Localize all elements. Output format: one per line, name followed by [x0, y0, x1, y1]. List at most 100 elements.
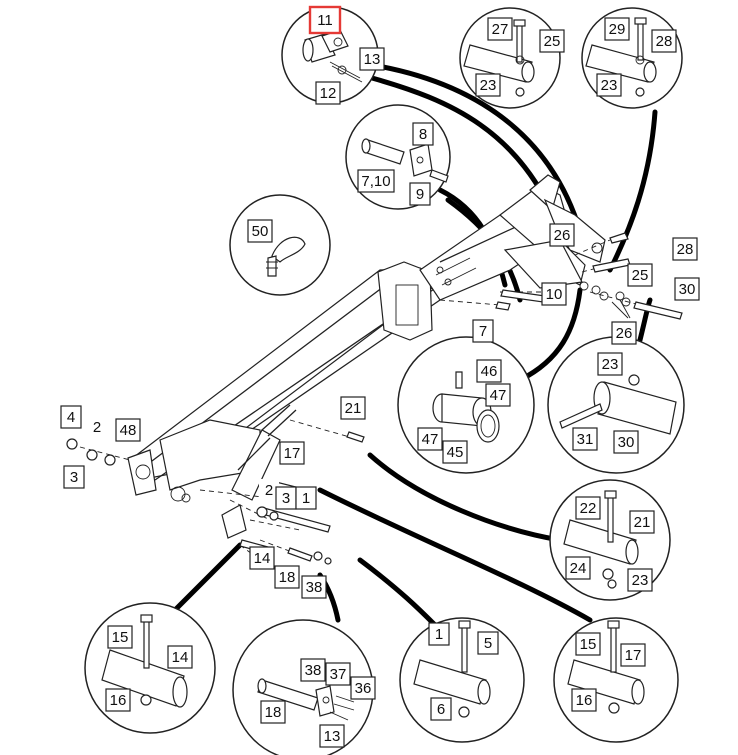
- callout-box: [295, 486, 317, 510]
- callout-box: [672, 237, 698, 261]
- callout-c22: 22: [575, 496, 601, 520]
- callout-box: [107, 625, 133, 649]
- callout-c28b: 28: [672, 237, 698, 261]
- callout-box: [60, 405, 82, 429]
- callout-c5: 5: [477, 631, 499, 655]
- callout-number: 23: [632, 572, 649, 589]
- callout-c36: 36: [350, 676, 376, 700]
- callout-box: [627, 263, 653, 287]
- callout-c27: 27: [487, 17, 513, 41]
- callout-c7: 7: [472, 319, 494, 343]
- callout-number: 46: [481, 363, 498, 380]
- callout-number: 27: [492, 21, 509, 38]
- callout-c26a: 26: [549, 223, 575, 247]
- callout-c46: 46: [476, 359, 502, 383]
- callout-c21a: 21: [340, 396, 366, 420]
- detail-circle-15-17: [553, 617, 679, 743]
- callout-box: [485, 383, 511, 407]
- callout-c16a: 16: [105, 688, 131, 712]
- callout-number: 15: [112, 629, 129, 646]
- callout-c8: 8: [412, 122, 434, 146]
- callout-number: 26: [616, 325, 633, 342]
- boom-assembly: [79, 174, 641, 561]
- callout-box: [487, 17, 513, 41]
- callout-box: [477, 631, 499, 655]
- callout-box: [319, 724, 345, 748]
- detail-circle-11: [281, 6, 379, 104]
- callout-c47b: 47: [417, 427, 443, 451]
- callout-box: [604, 17, 630, 41]
- callout-c26b: 26: [611, 321, 637, 345]
- callout-c25a: 25: [539, 29, 565, 53]
- callout-number: 16: [110, 692, 127, 709]
- callout-box: [549, 223, 575, 247]
- callout-number: 29: [609, 21, 626, 38]
- callout-box: [412, 122, 434, 146]
- callout-c23b: 23: [596, 73, 622, 97]
- callout-c15a: 15: [107, 625, 133, 649]
- callout-number: 28: [656, 33, 673, 50]
- callout-number: 38: [305, 662, 322, 679]
- callout-c1b: 1: [428, 622, 450, 646]
- callout-c23d: 23: [627, 568, 653, 592]
- callout-box: [260, 700, 286, 724]
- callout-box: [620, 643, 646, 667]
- callout-number: 7,10: [361, 173, 390, 190]
- callout-box: [565, 556, 591, 580]
- callout-box: [575, 496, 601, 520]
- callout-number: 10: [546, 286, 563, 303]
- callout-c31: 31: [572, 427, 598, 451]
- detail-circle-8: [345, 104, 451, 210]
- callout-box: [279, 441, 305, 465]
- callout-number: 21: [634, 514, 651, 531]
- callout-c48: 48: [115, 418, 141, 442]
- callout-box: [613, 430, 639, 454]
- detail-circle-15-14: [84, 602, 216, 734]
- callout-c28a: 28: [651, 29, 677, 53]
- callout-box: [476, 359, 502, 383]
- callout-box: [611, 321, 637, 345]
- callout-c14b: 14: [167, 645, 193, 669]
- callout-box: [105, 688, 131, 712]
- callout-number: 16: [576, 692, 593, 709]
- callout-number: 17: [625, 647, 642, 664]
- callout-number: 25: [544, 33, 561, 50]
- callout-box: [357, 169, 395, 193]
- callout-c12: 12: [315, 81, 341, 105]
- callout-number: 17: [284, 445, 301, 462]
- callout-c23a: 23: [475, 73, 501, 97]
- callout-box: [596, 73, 622, 97]
- callout-number: 37: [330, 666, 347, 683]
- callout-c6: 6: [430, 697, 452, 721]
- callout-c47a: 47: [485, 383, 511, 407]
- callout-number: 36: [355, 680, 372, 697]
- callout-c16b: 16: [571, 688, 597, 712]
- callout-number: 25: [632, 267, 649, 284]
- callout-box: [409, 182, 431, 206]
- callout-box: [674, 277, 700, 301]
- callout-c3b: 3: [275, 486, 297, 510]
- callout-number: 30: [618, 434, 635, 451]
- callout-c1a: 1: [295, 486, 317, 510]
- callout-box: [571, 688, 597, 712]
- callout-number: 13: [364, 51, 381, 68]
- callout-c2a: 2: [87, 416, 107, 438]
- callout-number: 23: [602, 356, 619, 373]
- callout-box: [572, 427, 598, 451]
- callout-c9: 9: [409, 182, 431, 206]
- callout-box: [629, 510, 655, 534]
- callout-c21b: 21: [629, 510, 655, 534]
- callout-number: 5: [484, 635, 492, 652]
- callout-number: 30: [679, 281, 696, 298]
- callout-number: 47: [422, 431, 439, 448]
- callout-number: 1: [302, 490, 310, 507]
- callout-c10: 10: [541, 282, 567, 306]
- callout-number: 4: [67, 409, 75, 426]
- callout-box: [274, 565, 300, 589]
- callout-number: 31: [577, 431, 594, 448]
- callout-number: 50: [252, 223, 269, 240]
- callout-number: 28: [677, 241, 694, 258]
- callout-number: 24: [570, 560, 587, 577]
- callout-number: 8: [419, 126, 427, 143]
- callout-number: 11: [317, 12, 333, 29]
